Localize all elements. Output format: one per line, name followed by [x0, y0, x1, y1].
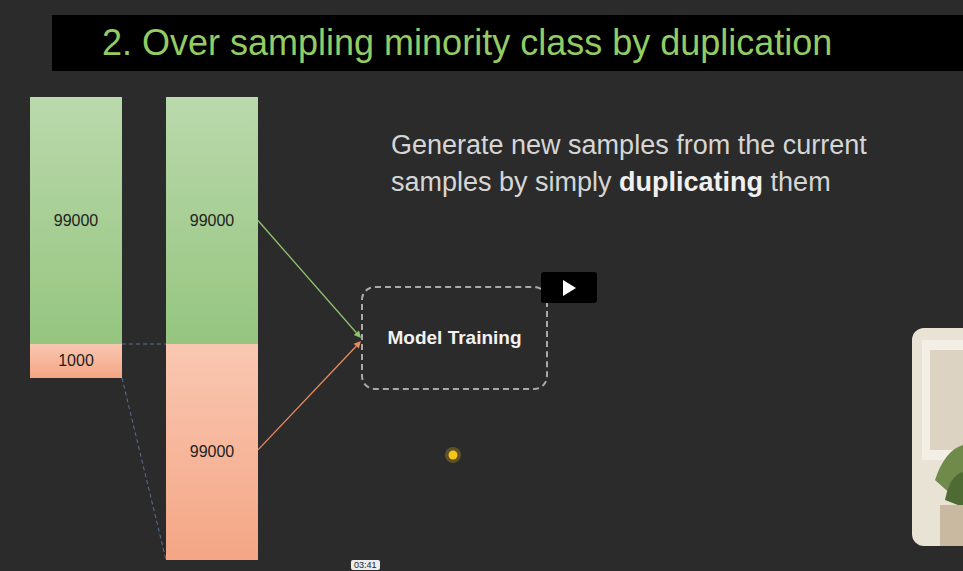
- play-button: [541, 272, 597, 303]
- description-text: Generate new samples from the current sa…: [391, 127, 953, 201]
- node-text-group: 99000: [54, 212, 99, 230]
- connector-line: [122, 344, 166, 345]
- node-label: 99000: [190, 212, 235, 230]
- connector-line: [258, 346, 356, 450]
- node-label: 99000: [54, 212, 99, 230]
- arrowhead: [354, 330, 361, 338]
- video-thumbnail: [912, 328, 963, 546]
- minority-bar: 1000: [30, 344, 122, 378]
- process-box: Model Training: [361, 286, 548, 390]
- connector: [122, 378, 166, 560]
- node-text-group: 1000: [58, 352, 94, 370]
- oversampled-bar: 99000: [166, 344, 258, 560]
- connector-line: [258, 221, 356, 333]
- connector: [122, 344, 166, 345]
- video-timestamp: 03:41: [351, 560, 380, 570]
- connector-line: [122, 378, 166, 560]
- node-label: 99000: [190, 443, 235, 461]
- connector: [258, 341, 361, 450]
- description-part: duplicating: [619, 167, 763, 197]
- node-text-group: 99000: [190, 212, 235, 230]
- title-bar: 2. Over sampling minority class by dupli…: [52, 15, 963, 71]
- majority-bar: 99000: [30, 97, 122, 344]
- connector: [258, 221, 361, 339]
- cursor-dot: [445, 447, 461, 463]
- node-label: 1000: [58, 352, 94, 370]
- node-text-group: 99000: [190, 443, 235, 461]
- node-label: Model Training: [387, 327, 521, 349]
- arrowhead: [354, 341, 361, 348]
- node-text-group: Model Training: [387, 327, 521, 349]
- slide-title: 2. Over sampling minority class by dupli…: [102, 22, 832, 64]
- description-part: them: [771, 167, 831, 197]
- majority-bar: 99000: [166, 97, 258, 344]
